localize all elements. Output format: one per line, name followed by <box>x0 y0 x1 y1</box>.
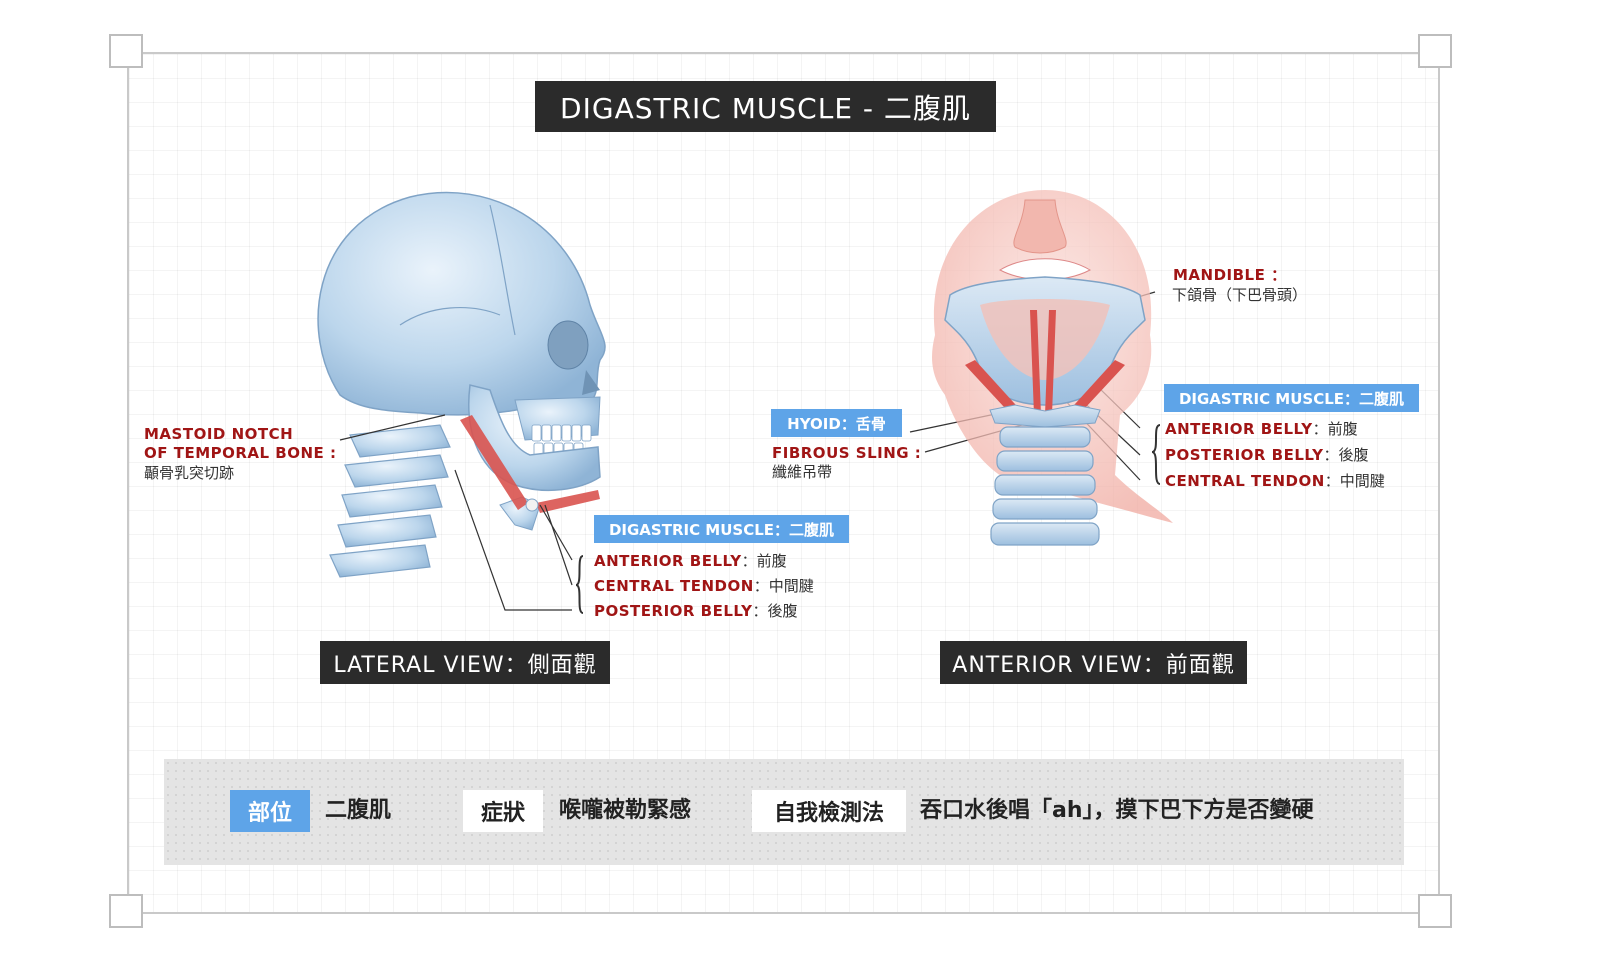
digastric-anterior-belly <box>536 490 600 513</box>
lateral-anterior-belly-label: ANTERIOR BELLY：前腹 <box>594 552 787 570</box>
cranium <box>317 191 606 416</box>
self-test-tag: 自我檢測法 <box>752 790 906 832</box>
lateral-central-tendon-label: CENTRAL TENDON：中間腱 <box>594 577 814 595</box>
mandible-label: MANDIBLE ： <box>1173 266 1287 284</box>
lateral-posterior-belly-label: POSTERIOR BELLY：後腹 <box>594 602 798 620</box>
anterior-posterior-belly-label: POSTERIOR BELLY：後腹 <box>1165 446 1369 464</box>
symptom-tag: 症狀 <box>463 790 543 832</box>
hyoid-tag: HYOID：舌骨 <box>771 409 902 437</box>
frame-corner-bottom-right <box>1418 894 1452 928</box>
anterior-head-illustration <box>932 190 1173 546</box>
anterior-central-tendon-label: CENTRAL TENDON：中間腱 <box>1165 472 1385 490</box>
anterior-digastric-tag: DIGASTRIC MUSCLE：二腹肌 <box>1164 384 1419 412</box>
frame-corner-top-left <box>109 34 143 68</box>
symptom-value: 喉嚨被勒緊感 <box>559 798 692 823</box>
page-title: DIGASTRIC MUSCLE - 二腹肌 <box>535 81 996 132</box>
anterior-view-label: ANTERIOR VIEW：前面觀 <box>940 641 1247 684</box>
mastoid-notch-label-line2: OF TEMPORAL BONE : <box>144 444 337 462</box>
fibrous-sling-label-zh: 纖維吊帶 <box>772 463 833 481</box>
lateral-skull-illustration <box>317 191 606 578</box>
frame-corner-bottom-left <box>109 894 143 928</box>
location-tag: 部位 <box>230 790 310 832</box>
mastoid-notch-label-line1: MASTOID NOTCH <box>144 425 294 443</box>
location-value: 二腹肌 <box>325 798 392 823</box>
lateral-view-label: LATERAL VIEW：側面觀 <box>320 641 610 684</box>
digastric-posterior-belly <box>460 415 528 510</box>
mandible-label-zh: 下頜骨（下巴骨頭） <box>1172 286 1308 304</box>
self-test-value: 吞口水後唱「ah」，摸下巴下方是否變硬 <box>920 798 1314 823</box>
fibrous-sling-label: FIBROUS SLING : <box>772 444 922 462</box>
frame-corner-top-right <box>1418 34 1452 68</box>
hyoid-anterior <box>989 404 1101 428</box>
lateral-digastric-tag: DIGASTRIC MUSCLE：二腹肌 <box>594 515 849 543</box>
mastoid-notch-label-zh: 顳骨乳突切跡 <box>144 464 235 482</box>
central-tendon <box>525 498 539 512</box>
anterior-anterior-belly-label: ANTERIOR BELLY：前腹 <box>1165 420 1358 438</box>
